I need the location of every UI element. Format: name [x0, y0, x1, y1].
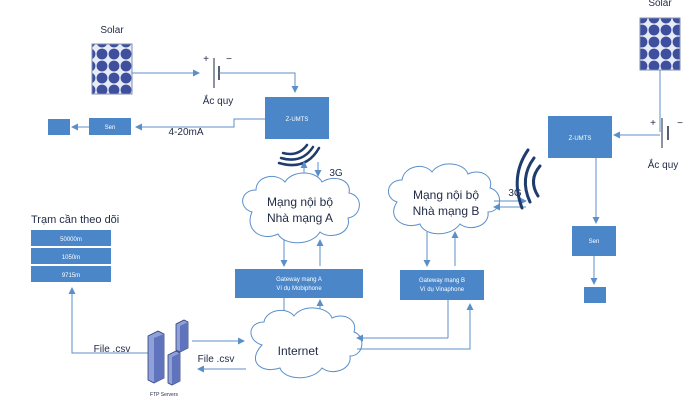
gateway-b-box [400, 270, 484, 300]
left-battery-plus: + [203, 54, 209, 65]
monitor-row [31, 248, 111, 264]
right-antenna-signal-icon [515, 148, 542, 210]
gateway-a-line1: Gateway mạng A [276, 277, 322, 283]
cloud-network-a [242, 172, 360, 244]
cloud-a-line2: Nhà mạng A [267, 211, 333, 225]
cloud-a-line1: Mạng nội bộ [267, 195, 333, 209]
left-antenna-signal-icon [277, 143, 321, 167]
right-sensor-box [572, 226, 616, 256]
cloud-network-b [388, 163, 500, 235]
left-link-label: 3G [329, 168, 343, 179]
left-battery-label: Ắc quy [203, 94, 234, 107]
zumts-to-sensor-line-left [135, 118, 265, 131]
right-link-label: 3G [508, 188, 522, 199]
ftp-to-monitor-arrow [68, 287, 148, 354]
monitor-row [31, 230, 111, 246]
gateway-b-line2: Ví dụ Vinaphone [420, 287, 465, 293]
monitor-title: Trạm cần theo dõi [31, 214, 119, 226]
right-solar-panel-icon [639, 17, 681, 71]
gateway-a-line2: Ví dụ Mobiphone [276, 286, 322, 292]
cloud-b-line2: Nhà mạng B [413, 204, 480, 218]
internet-label: Internet [278, 344, 319, 358]
internet-to-gateway-b-arrow [357, 303, 474, 350]
left-zumts-label: Z-UMTS [286, 117, 309, 123]
left-zumts-box [265, 97, 329, 139]
monitor-row-value: 9715m [62, 273, 80, 279]
right-zumts-label: Z-UMTS [569, 136, 592, 142]
left-solar-label: Solar [100, 25, 124, 36]
right-zumts-box [548, 116, 612, 158]
cloud-b-line1: Mạng nội bộ [413, 188, 479, 202]
right-battery-minus: − [677, 118, 683, 129]
battery-to-zumts-line-left [219, 72, 299, 93]
monitor-row [31, 266, 111, 282]
left-sensor-label: Sen [105, 125, 116, 131]
right-solar-label: Solar [648, 0, 672, 9]
right-end-device-box [584, 287, 606, 303]
right-battery-label: Ắc quy [648, 158, 679, 171]
ftp-servers-icon [147, 319, 189, 386]
left-battery-icon [213, 58, 220, 88]
monitor-row-value: 50000m [60, 237, 82, 243]
left-solar-panel-icon [91, 43, 133, 95]
monitor-row-value: 1050m [62, 255, 80, 261]
file-label-right: File .csv [198, 354, 235, 365]
left-signal-label: 4-20mA [168, 127, 203, 138]
right-battery-plus: + [650, 118, 656, 129]
left-battery-minus: − [226, 54, 232, 65]
file-label-left: File .csv [94, 344, 131, 355]
right-battery-icon [661, 118, 669, 148]
ftp-label: FTP Servers [150, 392, 178, 398]
gateway-b-line1: Gateway mạng B [419, 278, 465, 284]
left-end-device-box [48, 119, 70, 135]
gateway-a-box [235, 269, 363, 298]
right-sensor-label: Sen [589, 239, 600, 245]
internet-cloud [250, 307, 363, 379]
left-sensor-box [89, 118, 131, 135]
